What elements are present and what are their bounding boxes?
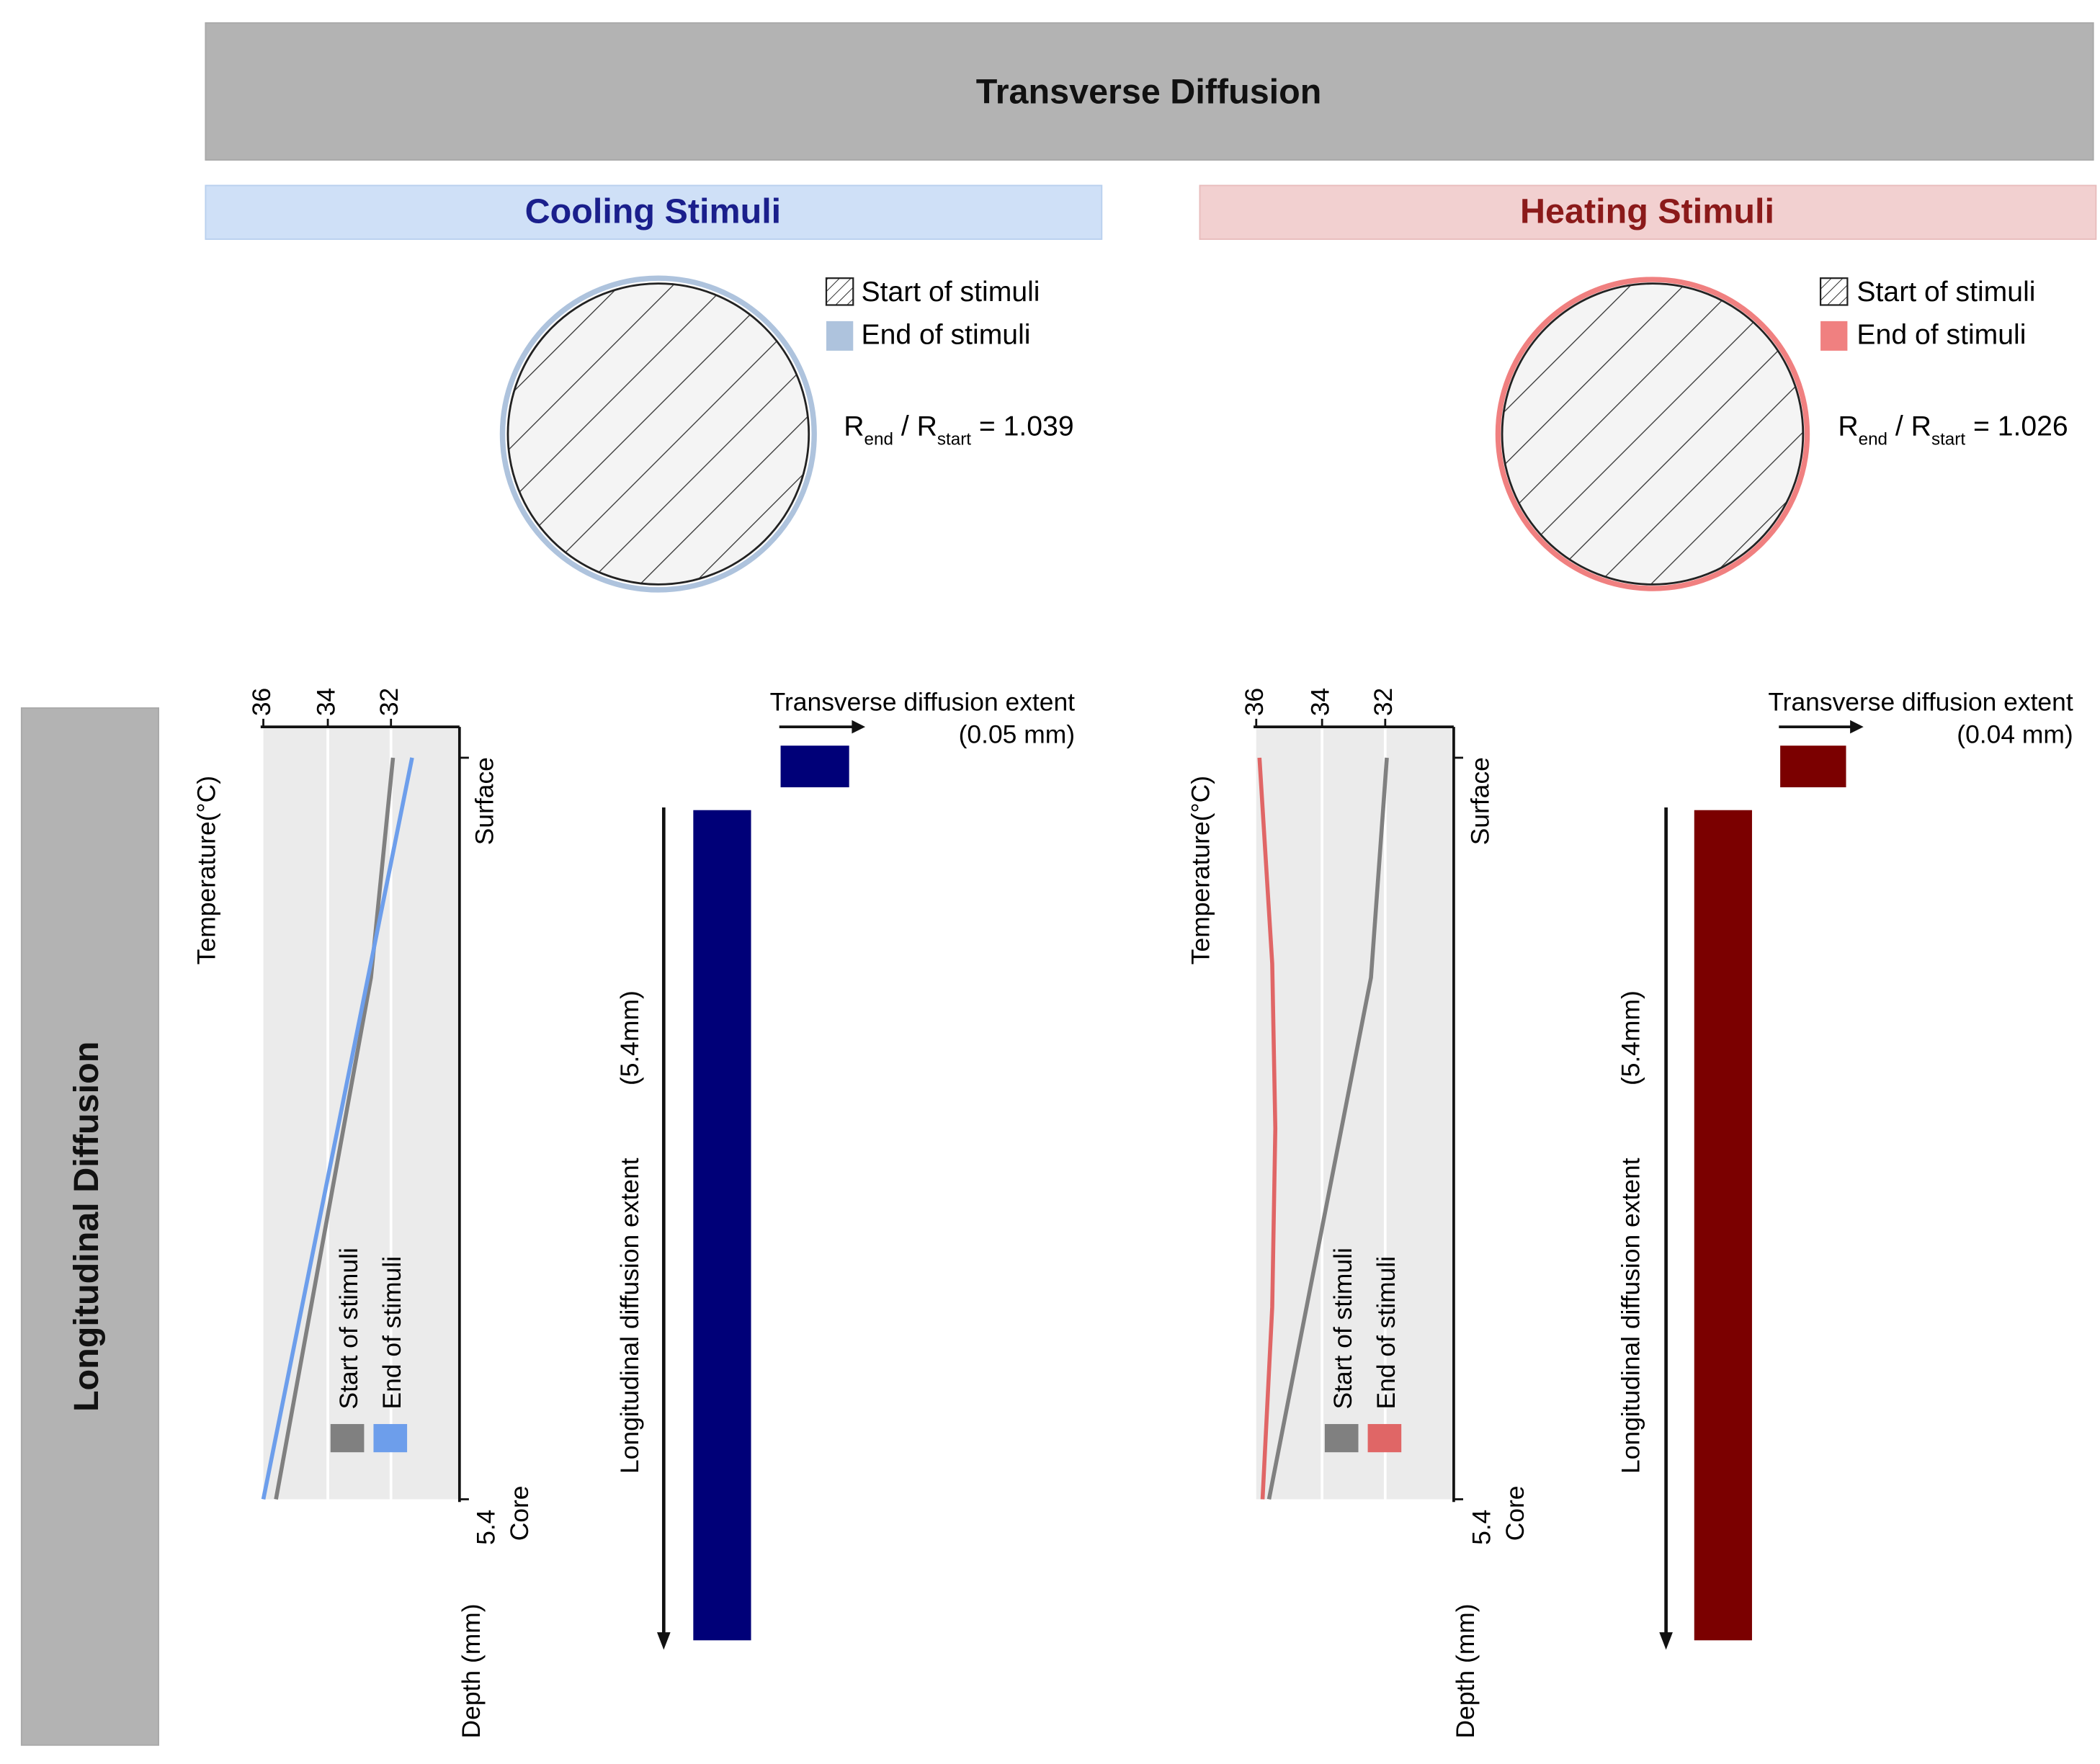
heating-longitudinal-extent: Longitudinal diffusion extent (5.4mm) [1616, 807, 1752, 1650]
cooling-cross-section [499, 275, 817, 593]
cooling-start-circle [506, 282, 810, 586]
heating-circle-legend: Start of stimuli End of stimuli [1819, 277, 2035, 351]
legend-hatch-swatch [825, 277, 854, 306]
header-title: Transverse Diffusion [976, 73, 1322, 112]
y-axis-label: Depth (mm) [457, 1603, 486, 1738]
legend-end-swatch [1367, 1424, 1402, 1453]
y-tick-label: 5.4 [1467, 1510, 1496, 1545]
longitudinal-extent-value: (5.4mm) [615, 990, 644, 1085]
legend-start-swatch [1324, 1424, 1359, 1453]
cooling-radius-ratio: Rend / Rstart = 1.039 [844, 411, 1073, 449]
x-tick-label: 34 [1305, 688, 1334, 716]
longitudinal-arrow-head [656, 1632, 671, 1650]
legend-end-label: End of stimuli [1372, 1256, 1400, 1410]
cooling-end-circle [499, 275, 817, 593]
longitudinal-title: Longitudinal Diffusion [67, 1042, 106, 1412]
plot-area [1256, 727, 1454, 1500]
heating-radius-ratio: Rend / Rstart = 1.026 [1838, 411, 2068, 449]
legend-start-label: Start of stimuli [1328, 1248, 1357, 1409]
legend-end-swatch [826, 321, 854, 351]
y-tick-label: Surface [1465, 757, 1494, 845]
heating-banner: Heating Stimuli [1199, 184, 2097, 241]
legend-start-swatch [330, 1424, 365, 1453]
heating-temperature-chart: 36 34 32 Temperature(°C) Surface 5.4 Cor… [1187, 688, 1529, 1739]
series-line-end-of-stimuli [1257, 757, 1278, 1500]
legend-end-label: End of stimuli [1857, 320, 2026, 351]
legend-start-label: Start of stimuli [861, 277, 1040, 308]
cooling-title: Cooling Stimuli [525, 192, 782, 231]
legend-start-label: Start of stimuli [1857, 277, 2035, 308]
heating-start-circle [1501, 282, 1805, 586]
longitudinal-side-panel: Longitudinal Diffusion [20, 707, 160, 1746]
x-tick-label: 36 [247, 688, 276, 716]
series-line-end-of-stimuli [261, 757, 414, 1500]
longitudinal-extent-bar [693, 810, 751, 1641]
x-tick-label: 34 [311, 688, 340, 716]
transverse-extent-bar [780, 746, 849, 788]
y-tick-label: Core [505, 1486, 534, 1541]
legend-start-label: Start of stimuli [334, 1248, 363, 1409]
transverse-extent-value: (0.04 mm) [1957, 720, 2073, 748]
x-tick-label: 36 [1240, 688, 1269, 716]
legend-hatch-swatch [1819, 277, 1849, 306]
x-tick-label: 32 [1369, 688, 1398, 716]
series-line-start-of-stimuli [1266, 757, 1389, 1500]
plot-area [263, 727, 460, 1500]
cooling-longitudinal-extent: Longitudinal diffusion extent (5.4mm) [615, 807, 751, 1650]
cooling-circle-legend: Start of stimuli End of stimuli [825, 277, 1040, 351]
heating-transverse-extent: Transverse diffusion extent (0.04 mm) [1768, 688, 2073, 788]
heating-end-circle [1495, 277, 1810, 591]
x-axis-label: Temperature(°C) [1187, 776, 1215, 964]
legend-end-swatch [1820, 321, 1848, 351]
y-tick-label: Core [1501, 1486, 1529, 1541]
longitudinal-extent-label: Longitudinal diffusion extent [615, 1158, 644, 1474]
series-line-start-of-stimuli [274, 757, 396, 1500]
transverse-arrow-head [852, 720, 866, 734]
y-tick-label: Surface [470, 757, 499, 845]
legend-end-label: End of stimuli [377, 1256, 406, 1410]
transverse-extent-value: (0.05 mm) [959, 720, 1075, 748]
longitudinal-extent-value: (5.4mm) [1616, 990, 1645, 1085]
legend-end-label: End of stimuli [861, 320, 1030, 351]
transverse-extent-label: Transverse diffusion extent [770, 688, 1075, 717]
cooling-temperature-chart: 36 34 32 Temperature(°C) Surface 5.4 Cor… [192, 688, 534, 1739]
transverse-arrow-head [1850, 720, 1864, 734]
longitudinal-extent-label: Longitudinal diffusion extent [1616, 1158, 1645, 1474]
legend-end-swatch [373, 1424, 408, 1453]
cooling-transverse-extent: Transverse diffusion extent (0.05 mm) [770, 688, 1075, 788]
x-tick-label: 32 [375, 688, 403, 716]
header-bar: Transverse Diffusion [205, 22, 2094, 161]
y-tick-label: 5.4 [471, 1510, 500, 1545]
heating-title: Heating Stimuli [1520, 192, 1774, 231]
y-axis-label: Depth (mm) [1451, 1603, 1480, 1738]
cooling-banner: Cooling Stimuli [205, 184, 1103, 241]
transverse-extent-label: Transverse diffusion extent [1768, 688, 2073, 717]
heating-cross-section [1495, 277, 1810, 591]
longitudinal-arrow-head [1659, 1632, 1673, 1650]
transverse-extent-bar [1780, 746, 1846, 788]
longitudinal-extent-bar [1694, 810, 1752, 1641]
x-axis-label: Temperature(°C) [192, 776, 220, 964]
